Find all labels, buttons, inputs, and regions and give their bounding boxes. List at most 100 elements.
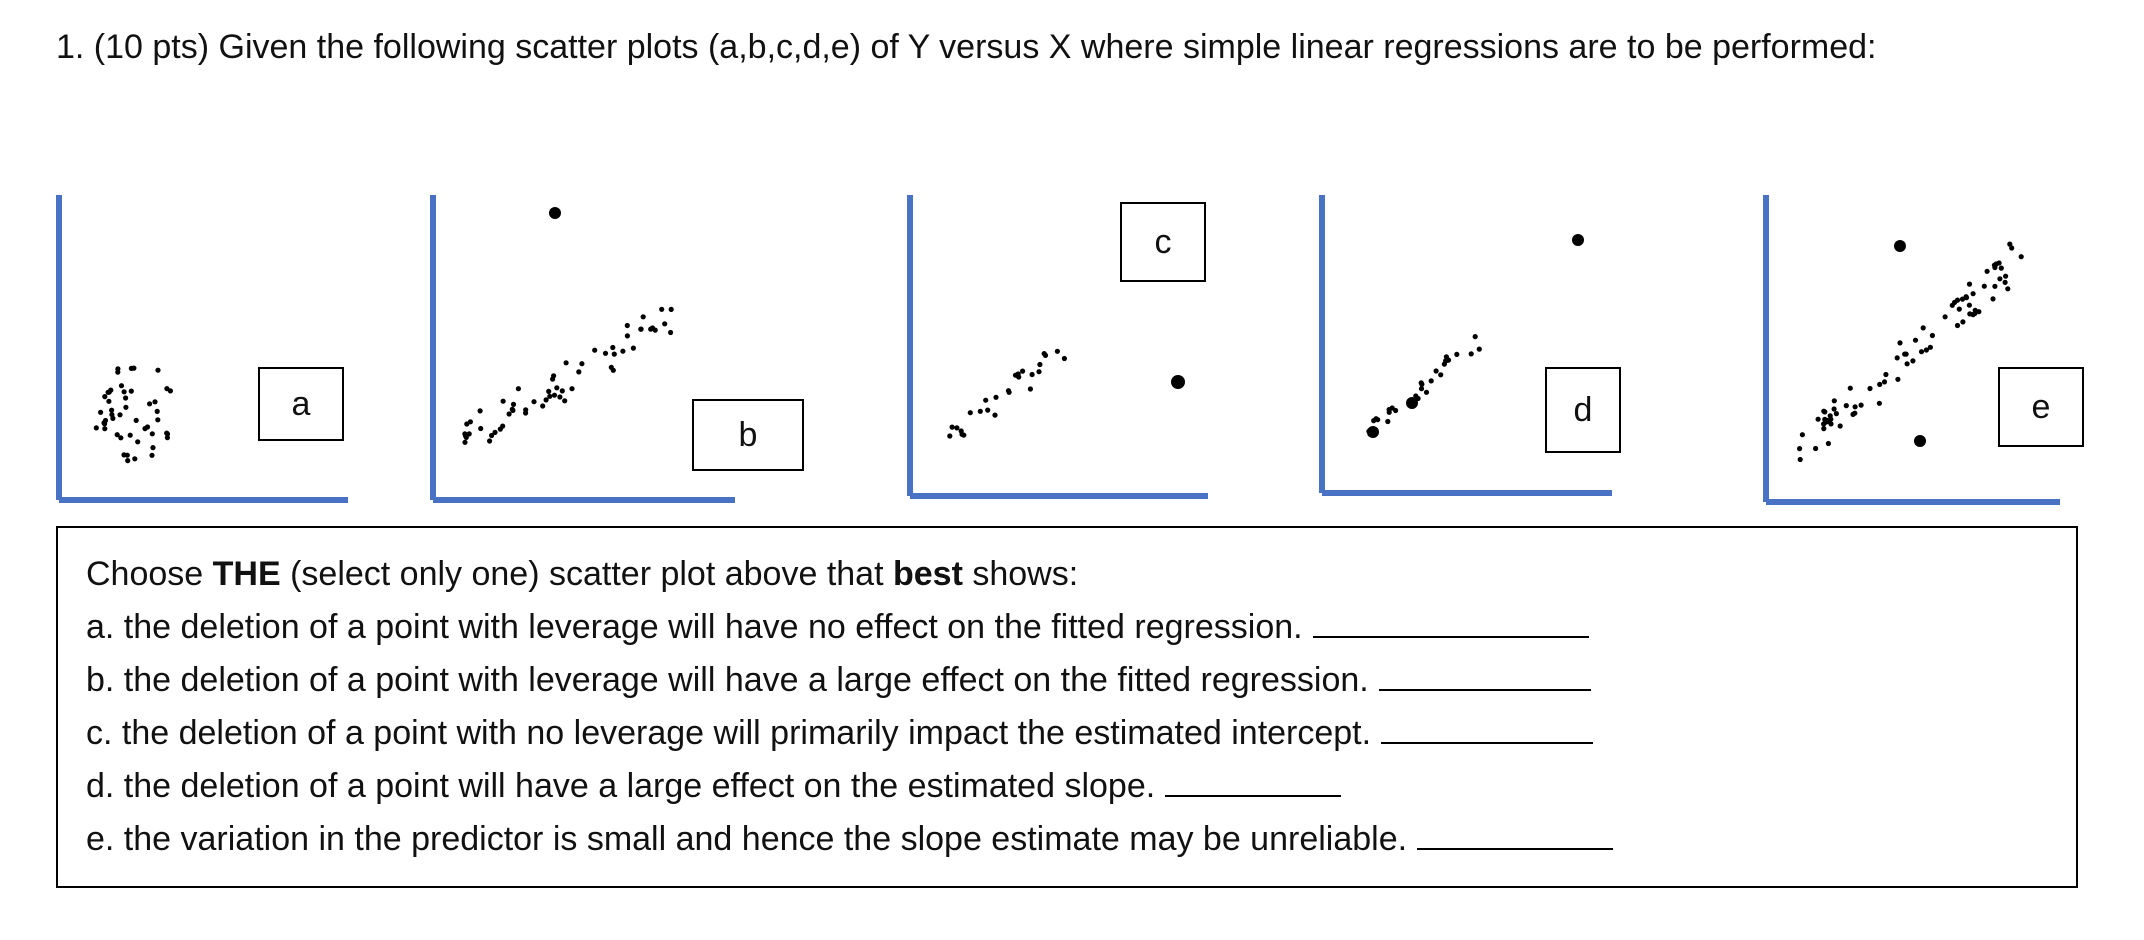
plot-a-point <box>150 445 156 451</box>
plot-label-a: a <box>258 367 344 441</box>
plot-e-point <box>1833 411 1839 417</box>
plot-a-point <box>123 395 129 401</box>
plot-c-point <box>1005 388 1012 394</box>
plot-e-point <box>1954 322 1961 329</box>
plot-e-point <box>1993 261 1999 267</box>
plot-a-point <box>102 394 108 400</box>
plot-b-point <box>478 425 484 432</box>
plot-a-point <box>149 452 155 458</box>
answer-blank-d[interactable] <box>1165 765 1342 797</box>
plot-a-point <box>106 398 112 404</box>
plot-a-point <box>133 417 139 423</box>
plot-a-point <box>154 408 160 414</box>
plot-c-point <box>961 432 967 438</box>
plot-d-point <box>1476 346 1482 352</box>
plot-e-outlier-low <box>1914 435 1926 447</box>
plot-e-point <box>1821 426 1827 432</box>
plot-e-point <box>1895 376 1901 382</box>
plot-c-point <box>954 425 960 431</box>
plot-e-point <box>1904 361 1910 367</box>
plot-d-outlier <box>1572 234 1584 246</box>
plot-a-point <box>102 426 108 432</box>
answer-blank-b[interactable] <box>1378 659 1591 691</box>
plot-b-point <box>489 432 495 439</box>
plot-a-point <box>164 386 170 392</box>
plot-e-point <box>1852 404 1858 410</box>
plot-a-point <box>118 435 124 441</box>
question-title: 1. (10 pts) Given the following scatter … <box>56 28 1877 66</box>
plot-b-point <box>547 393 553 399</box>
plot-b-point <box>550 376 556 382</box>
plot-label-e: e <box>1998 367 2084 447</box>
plot-b-point <box>559 388 565 394</box>
answer-blank-a[interactable] <box>1312 606 1589 638</box>
plot-e-point <box>1992 283 1998 289</box>
question-item-e: e. the variation in the predictor is sma… <box>86 813 2048 866</box>
plot-b-point <box>611 351 617 357</box>
plot-b-point <box>487 438 493 444</box>
plot-b-point <box>462 439 468 445</box>
plot-c-point <box>967 410 973 416</box>
plot-e-point <box>1929 332 1935 339</box>
plot-d-point <box>1386 409 1392 415</box>
plot-label-c: c <box>1120 202 1206 282</box>
plot-e-point <box>2007 241 2013 247</box>
plot-a-point <box>147 401 153 407</box>
plot-d-point <box>1438 372 1444 378</box>
plot-a-point <box>109 412 115 418</box>
plot-b-point <box>562 398 568 404</box>
plot-e-point <box>1883 371 1889 378</box>
plot-d-point <box>1389 405 1395 411</box>
plot-e-point <box>1918 349 1925 355</box>
question-item-b: b. the deletion of a point with leverage… <box>86 654 2048 707</box>
plot-e-point <box>1843 403 1849 409</box>
plot-b-point <box>563 360 569 366</box>
plot-a-point <box>155 417 161 423</box>
plot-a-point <box>128 388 134 394</box>
plot-b-point <box>579 361 585 367</box>
plot-b-point <box>576 369 582 375</box>
plot-c-point <box>992 412 998 418</box>
plot-a-point <box>121 389 127 395</box>
plot-label-d: d <box>1545 367 1621 453</box>
plot-b-point <box>477 408 483 414</box>
plot-b-point <box>630 345 637 351</box>
question-item-d: d. the deletion of a point will have a l… <box>86 760 2048 813</box>
plot-d-point <box>1454 351 1460 357</box>
plot-e-point <box>1876 400 1882 406</box>
plot-a-point <box>128 365 134 371</box>
plot-c-point <box>977 408 983 414</box>
plot-d-point <box>1418 386 1425 392</box>
plot-b-point <box>602 350 609 356</box>
plot-a-point <box>152 399 158 405</box>
plot-a-point <box>118 383 125 389</box>
plot-a-point <box>93 425 99 431</box>
plot-e-point <box>2018 254 2024 260</box>
answer-blank-c[interactable] <box>1381 712 1594 744</box>
plot-c-point <box>1029 371 1035 378</box>
plot-b-point <box>624 322 630 329</box>
plot-b-point <box>624 333 631 339</box>
plot-e-point <box>1972 307 1978 313</box>
plot-d-point <box>1468 351 1474 357</box>
plot-b-point <box>506 411 512 417</box>
plot-e-point <box>1998 265 2004 271</box>
plot-a-point <box>132 456 138 462</box>
plot-a-point <box>149 431 155 437</box>
plot-b-point <box>620 348 626 354</box>
plot-b-point <box>659 306 665 312</box>
plot-e-point <box>1824 417 1830 423</box>
answer-blank-e[interactable] <box>1417 818 1614 850</box>
plot-b-point <box>551 392 558 398</box>
instructions-line: Choose THE (select only one) scatter plo… <box>86 555 1079 593</box>
plot-c-point <box>958 428 964 434</box>
plot-b-point <box>557 394 563 400</box>
plot-b-point <box>500 398 506 404</box>
plot-a-point <box>155 367 161 373</box>
plot-b-point <box>540 403 546 409</box>
plot-e-point <box>1903 351 1909 357</box>
plot-a-point <box>105 389 111 395</box>
plot-e-point <box>2009 245 2015 251</box>
plot-c-point <box>985 407 991 413</box>
